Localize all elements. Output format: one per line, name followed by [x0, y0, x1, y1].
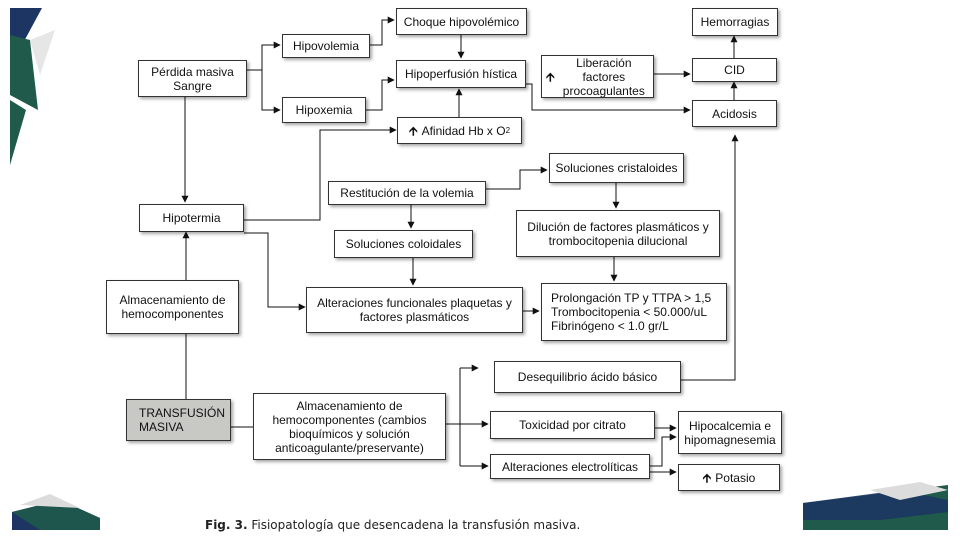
up-arrow-icon: 🡩: [546, 69, 555, 84]
node-perdida-label: Pérdida masiva Sangre: [151, 64, 234, 93]
node-acidosis: Acidosis: [692, 100, 777, 127]
node-almacenamiento-hemocomponentes: Almacenamiento de hemocomponentes: [106, 280, 239, 334]
up-arrow-icon: 🡩: [408, 123, 418, 138]
node-almacenamiento2-label: Almacenamiento de hemocomponentes (cambi…: [272, 398, 427, 455]
node-perdida-masiva: Pérdida masiva Sangre: [138, 60, 247, 97]
node-afinidad-label: Afinidad Hb x O: [421, 123, 506, 138]
node-liberacion-label: Liberación factores procoagulantes: [562, 55, 645, 98]
node-desequilibrio-acido-basico: Desequilibrio ácido básico: [494, 361, 681, 393]
node-hipoperfusion-label: Hipoperfusión hística: [404, 67, 518, 81]
node-dilucion-label: Dilución de factores plasmáticos y tromb…: [527, 219, 709, 248]
node-liberacion-factores: 🡩 Liberación factores procoagulantes: [541, 55, 654, 98]
connector-lines: [181, 16, 739, 476]
node-coloidales-label: Soluciones coloidales: [345, 237, 462, 251]
node-alteraciones-electroliticas: Alteraciones electrolíticas: [490, 454, 650, 479]
node-choque-label: Choque hipovolémico: [403, 14, 520, 29]
node-alteraciones-label: Alteraciones funcionales plaquetas y fac…: [317, 296, 512, 324]
node-hipotermia: Hipotermia: [139, 204, 244, 232]
node-hipoxemia-label: Hipoxemia: [295, 103, 353, 117]
node-hipoxemia: Hipoxemia: [282, 97, 366, 123]
node-potasio: 🡩Potasio: [678, 464, 780, 491]
node-transfusion-label: TRANSFUSIÓN MASIVA: [139, 406, 226, 434]
corner-decoration-bottom-right: [803, 482, 948, 530]
node-potasio-label: Potasio: [715, 470, 756, 485]
node-acidosis-label: Acidosis: [712, 106, 757, 121]
node-alteraciones-funcionales: Alteraciones funcionales plaquetas y fac…: [306, 287, 523, 333]
corner-decoration-top-left: [10, 8, 55, 165]
node-almacenamiento1-label: Almacenamiento de hemocomponentes: [119, 293, 226, 321]
node-soluciones-coloidales: Soluciones coloidales: [334, 230, 473, 258]
node-restitucion-volemia: Restitución de la volemia: [328, 181, 486, 205]
corner-decoration-bottom-left: [12, 494, 100, 530]
up-arrow-icon: 🡩: [702, 470, 712, 485]
node-afinidad-subscript: 2: [505, 125, 511, 135]
node-almacenamiento-cambios: Almacenamiento de hemocomponentes (cambi…: [253, 393, 446, 460]
node-hemorragias: Hemorragias: [692, 8, 778, 36]
node-prolongacion-tp: Prolongación TP y TTPA > 1,5 Trombocitop…: [541, 283, 727, 341]
node-hipocalcemia-label: Hipocalcemia e hipomagnesemia: [684, 418, 776, 447]
node-choque-hipovolemico: Choque hipovolémico: [396, 8, 527, 35]
node-hipovolemia: Hipovolemia: [282, 34, 370, 58]
node-cristaloides-label: Soluciones cristaloides: [555, 161, 678, 175]
node-hipotermia-label: Hipotermia: [162, 211, 221, 225]
node-toxicidad-label: Toxicidad por citrato: [519, 418, 626, 432]
node-hipovolemia-label: Hipovolemia: [292, 39, 360, 53]
node-hemorragias-label: Hemorragias: [700, 15, 770, 29]
node-hipoperfusion: Hipoperfusión hística: [396, 60, 526, 88]
node-toxicidad-citrato: Toxicidad por citrato: [490, 411, 655, 439]
caption-text: Fisiopatología que desencadena la transf…: [247, 518, 581, 532]
node-soluciones-cristaloides: Soluciones cristaloides: [549, 153, 684, 183]
node-hipocalcemia: Hipocalcemia e hipomagnesemia: [678, 411, 782, 454]
caption-label: Fig. 3.: [205, 518, 248, 532]
figure-caption: Fig. 3. Fisiopatología que desencadena l…: [205, 518, 580, 532]
node-transfusion-masiva: TRANSFUSIÓN MASIVA: [126, 399, 231, 441]
node-dilucion-factores: Dilución de factores plasmáticos y tromb…: [516, 210, 720, 257]
node-electroliticas-label: Alteraciones electrolíticas: [501, 459, 639, 474]
node-cid: CID: [692, 58, 777, 82]
node-prolongacion-label: Prolongación TP y TTPA > 1,5 Trombocitop…: [551, 291, 712, 333]
node-desequilibrio-label: Desequilibrio ácido básico: [517, 370, 658, 384]
node-restitucion-label: Restitución de la volemia: [340, 186, 474, 200]
node-cid-label: CID: [724, 63, 745, 77]
